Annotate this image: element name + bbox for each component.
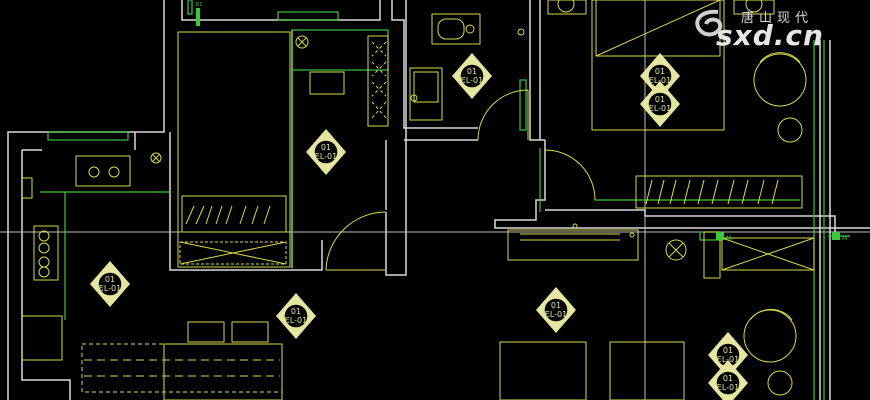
tag-number: 01 <box>551 301 561 310</box>
elevation-tag: 01 EL-01 <box>708 332 748 378</box>
watermark-logo-icon <box>695 9 723 37</box>
elevation-tag: 01 EL-01 <box>536 287 576 333</box>
tag-code: EL-01 <box>315 152 337 161</box>
tag-code: EL-01 <box>285 316 307 325</box>
tag-code: EL-01 <box>717 355 739 364</box>
tag-number: 01 <box>655 95 665 104</box>
elevation-tag: 01 EL-01 <box>276 293 316 339</box>
elevation-tag: 01 EL-01 <box>640 53 680 99</box>
elevation-tag: 01 EL-01 <box>708 360 748 400</box>
tag-code: EL-01 <box>99 284 121 293</box>
tag-code: EL-01 <box>649 76 671 85</box>
tag-number: 01 <box>321 143 331 152</box>
x-marker-label-2: M <box>842 235 847 242</box>
walls <box>7 0 870 400</box>
tag-number: 01 <box>723 346 733 355</box>
elevation-tag: 01 EL-01 <box>452 53 492 99</box>
elevation-tag: 01 EL-01 <box>306 129 346 175</box>
tag-number: 01 <box>291 307 301 316</box>
tag-number: 01 <box>467 67 477 76</box>
tag-number: 01 <box>723 374 733 383</box>
watermark-domain: sxd.cn <box>716 19 824 52</box>
elevation-tag: 01 EL-01 <box>90 261 130 307</box>
tag-code: EL-01 <box>717 383 739 392</box>
tag-code: EL-01 <box>461 76 483 85</box>
x-marker-label-1: M <box>726 235 731 242</box>
furniture <box>21 0 815 400</box>
small-marker-label: K1 <box>196 2 202 8</box>
tag-code: EL-01 <box>649 104 671 113</box>
tag-number: 01 <box>655 67 665 76</box>
green-markers <box>196 8 840 240</box>
tag-number: 01 <box>105 275 115 284</box>
tag-code: EL-01 <box>545 310 567 319</box>
elevation-tag: 01 EL-01 <box>640 81 680 127</box>
watermark-chinese: 唐山现代 <box>741 11 814 26</box>
